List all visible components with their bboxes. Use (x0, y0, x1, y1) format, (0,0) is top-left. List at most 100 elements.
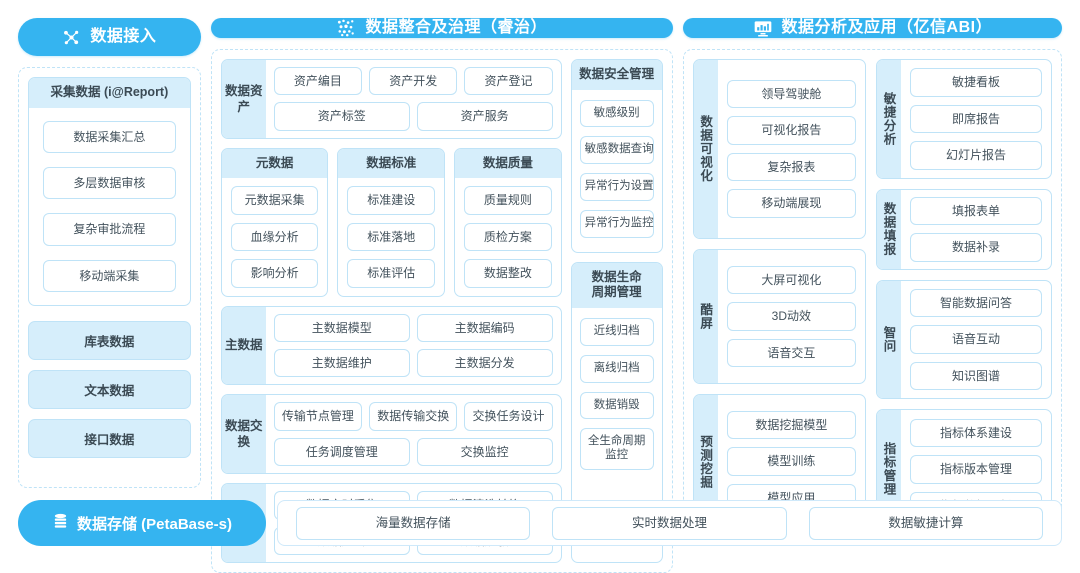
pill-item[interactable]: 敏感级别 (579, 99, 654, 128)
row-label: 数据交换 (221, 395, 266, 474)
pill-item[interactable]: 异常行为设置 (579, 173, 654, 202)
pill-item[interactable]: 影响分析 (230, 259, 319, 288)
source-item[interactable]: 接口数据 (28, 419, 191, 459)
pill-item[interactable]: 大屏可视化 (726, 265, 856, 295)
pill-item[interactable]: 知识图谱 (909, 361, 1042, 391)
column-data-governance: 数据整合及治理（睿治） 数据资产 资产编目 资产开发 (210, 18, 673, 573)
pill-item[interactable]: 移动端展现 (726, 189, 856, 218)
banner-data-access[interactable]: 数据接入 (18, 18, 201, 56)
data-scatter-icon (336, 18, 356, 38)
storage-layer: 数据存储 (PetaBase-s) 海量数据存储 实时数据处理 数据敏捷计算 (18, 500, 1062, 546)
column-data-analysis: 数据分析及应用（亿信ABI） 数据可视化 领导驾驶舱 可视化报告 复杂报表 移动… (682, 18, 1062, 540)
block-label: 酷屏 (693, 249, 718, 384)
data-nodes-icon (62, 28, 81, 47)
pill-item[interactable]: 数据整改 (464, 259, 552, 288)
pill-item[interactable]: 血缘分析 (230, 222, 319, 252)
pill-item[interactable]: 填报表单 (909, 196, 1042, 226)
pill-item[interactable]: 数据销毁 (579, 391, 654, 420)
block-data-reporting: 数据填报 填报表单 数据补录 (875, 188, 1052, 270)
pill-item[interactable]: 异常行为监控 (579, 210, 654, 238)
pill-item[interactable]: 指标体系建设 (909, 418, 1042, 448)
pill-item[interactable]: 资产登记 (464, 67, 553, 96)
pill-item[interactable]: 敏捷看板 (909, 68, 1042, 97)
pill-item[interactable]: 3D动效 (726, 302, 856, 331)
card-data-security: 数据安全管理 敏感级别 敏感数据查询 异常行为设置 异常行为监控 (570, 59, 663, 253)
pill-item[interactable]: 数据敏捷计算 (808, 506, 1043, 540)
banner-title: 数据接入 (90, 28, 157, 45)
column-data-access: 数据接入 采集数据 (i@Report) 数据采集汇总 多层数据审核 复杂审批流… (18, 18, 201, 488)
pill-item[interactable]: 即席报告 (909, 104, 1042, 134)
pill-item[interactable]: 资产编目 (273, 67, 363, 96)
source-item[interactable]: 文本数据 (28, 370, 191, 410)
card-data-standard: 数据标准 标准建设 标准落地 标准评估 (337, 147, 446, 297)
dashboard-monitor-icon (753, 18, 773, 38)
pill-item[interactable]: 交换监控 (416, 437, 553, 467)
pill-item[interactable]: 标准落地 (347, 222, 436, 252)
pill-item[interactable]: 数据采集汇总 (43, 120, 176, 154)
pill-item[interactable]: 传输节点管理 (273, 402, 363, 431)
row-master-data: 主数据 主数据模型 主数据编码 主数据维护 主数据分发 (220, 305, 562, 386)
storage-tag[interactable]: 数据存储 (PetaBase-s) (18, 500, 266, 546)
block-data-visualization: 数据可视化 领导驾驶舱 可视化报告 复杂报表 移动端展现 (692, 59, 866, 239)
list-data-sources: 库表数据 文本数据 接口数据 (28, 321, 191, 459)
source-item[interactable]: 库表数据 (28, 321, 191, 361)
group-metadata-standard-quality: 元数据 元数据采集 血缘分析 影响分析 数据标准 标准建设 (220, 147, 562, 297)
database-icon (52, 512, 69, 534)
pill-item[interactable]: 幻灯片报告 (909, 141, 1042, 170)
pill-item[interactable]: 领导驾驶舱 (726, 80, 856, 109)
pill-item[interactable]: 复杂报表 (726, 152, 856, 182)
pill-item[interactable]: 资产服务 (416, 102, 553, 131)
pill-item[interactable]: 语音互动 (909, 325, 1042, 354)
pill-item[interactable]: 任务调度管理 (273, 437, 410, 467)
pill-item[interactable]: 数据传输交换 (369, 402, 458, 431)
row-data-exchange: 数据交换 传输节点管理 数据传输交换 交换任务设计 任务调度管理 交换监控 (220, 394, 562, 475)
pill-item[interactable]: 多层数据审核 (43, 167, 176, 200)
pill-item[interactable]: 智能数据问答 (909, 288, 1042, 318)
block-agile-analysis: 敏捷分析 敏捷看板 即席报告 幻灯片报告 (875, 59, 1052, 179)
pill-item[interactable]: 主数据模型 (273, 313, 410, 342)
pill-item[interactable]: 敏感数据查询 (579, 136, 654, 165)
block-label: 敏捷分析 (876, 60, 901, 178)
card-data-quality: 数据质量 质量规则 质检方案 数据整改 (454, 147, 562, 297)
pill-item[interactable]: 质检方案 (464, 222, 552, 252)
pill-item[interactable]: 主数据分发 (416, 348, 553, 378)
pill-item[interactable]: 数据挖掘模型 (726, 411, 856, 440)
pill-item[interactable]: 主数据编码 (416, 313, 553, 342)
card-title: 数据标准 (338, 148, 445, 179)
pill-item[interactable]: 资产标签 (273, 102, 410, 131)
pill-item[interactable]: 离线归档 (579, 354, 654, 383)
block-label: 数据可视化 (693, 60, 718, 238)
pill-item[interactable]: 质量规则 (464, 186, 552, 215)
banner-data-analysis[interactable]: 数据分析及应用（亿信ABI） (682, 18, 1062, 38)
pill-item[interactable]: 移动端采集 (43, 259, 176, 293)
pill-item[interactable]: 数据补录 (909, 233, 1042, 262)
card-metadata: 元数据 元数据采集 血缘分析 影响分析 (220, 147, 329, 297)
pill-item[interactable]: 资产开发 (369, 67, 458, 96)
pill-item[interactable]: 近线归档 (579, 318, 654, 346)
block-label: 数据填报 (876, 189, 901, 269)
row-data-asset: 数据资产 资产编目 资产开发 资产登记 资产标签 资产服务 (220, 59, 562, 139)
pill-item[interactable]: 模型训练 (726, 447, 856, 476)
pill-item[interactable]: 语音交互 (726, 338, 856, 367)
pill-item[interactable]: 元数据采集 (230, 186, 319, 215)
pill-item[interactable]: 可视化报告 (726, 116, 856, 145)
row-label: 主数据 (221, 306, 266, 385)
card-title: 数据安全管理 (571, 60, 662, 90)
banner-data-governance[interactable]: 数据整合及治理（睿治） (210, 18, 673, 38)
block-label: 智问 (876, 280, 901, 399)
pill-item[interactable]: 标准建设 (347, 186, 436, 215)
pill-item[interactable]: 复杂审批流程 (43, 213, 176, 246)
pill-item[interactable]: 指标版本管理 (909, 455, 1042, 484)
pill-item[interactable]: 主数据维护 (273, 348, 410, 378)
pill-item[interactable]: 全生命周期 监控 (579, 428, 654, 471)
pill-item[interactable]: 实时数据处理 (552, 506, 787, 540)
panel-data-analysis: 数据可视化 领导驾驶舱 可视化报告 复杂报表 移动端展现 酷屏 大屏可 (682, 49, 1062, 540)
pill-item[interactable]: 交换任务设计 (464, 402, 553, 431)
block-smart-qa: 智问 智能数据问答 语音互动 知识图谱 (875, 279, 1052, 400)
row-label: 数据资产 (221, 60, 266, 138)
pill-item[interactable]: 标准评估 (347, 259, 436, 288)
banner-title: 数据分析及应用（亿信ABI） (781, 19, 993, 36)
pill-item[interactable]: 海量数据存储 (296, 506, 531, 540)
panel-data-access: 采集数据 (i@Report) 数据采集汇总 多层数据审核 复杂审批流程 移动端… (18, 67, 201, 488)
